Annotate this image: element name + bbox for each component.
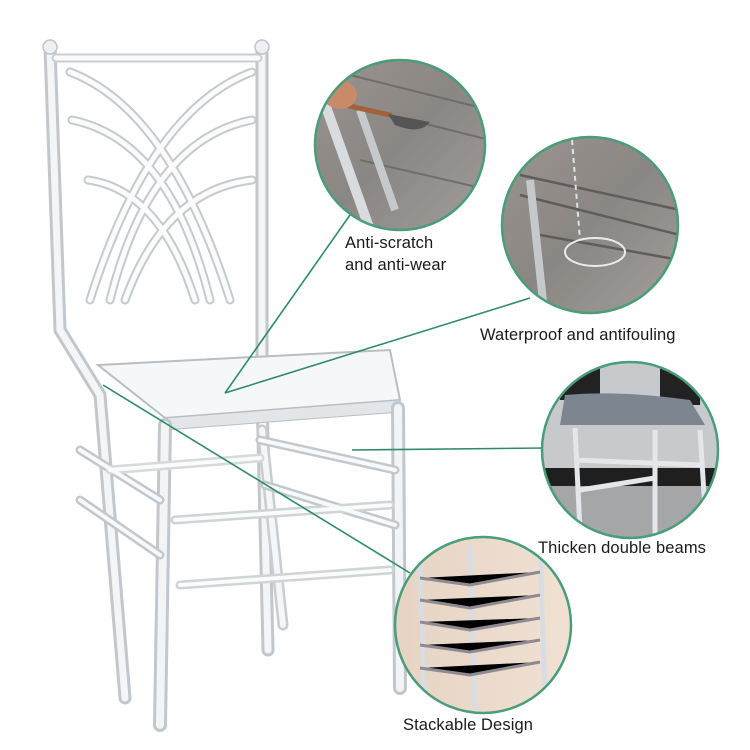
callout-label-stackable: Stackable Design xyxy=(403,716,534,734)
chair xyxy=(42,39,407,732)
callout-label-double-beams: Thicken double beams xyxy=(538,539,707,557)
photo-circle-anti-scratch xyxy=(315,60,485,230)
callout-label-anti-scratch: Anti-scratch and anti-wear xyxy=(345,232,446,276)
anti-scratch-line1: Anti-scratch xyxy=(345,234,434,252)
callout-label-waterproof: Waterproof and antifouling xyxy=(480,326,676,344)
photo-circle-double-beams xyxy=(542,362,718,538)
callout-lines xyxy=(102,214,546,574)
anti-scratch-line2: and anti-wear xyxy=(345,256,447,274)
photo-circle-waterproof xyxy=(502,137,678,313)
photo-circle-stackable xyxy=(395,537,571,713)
